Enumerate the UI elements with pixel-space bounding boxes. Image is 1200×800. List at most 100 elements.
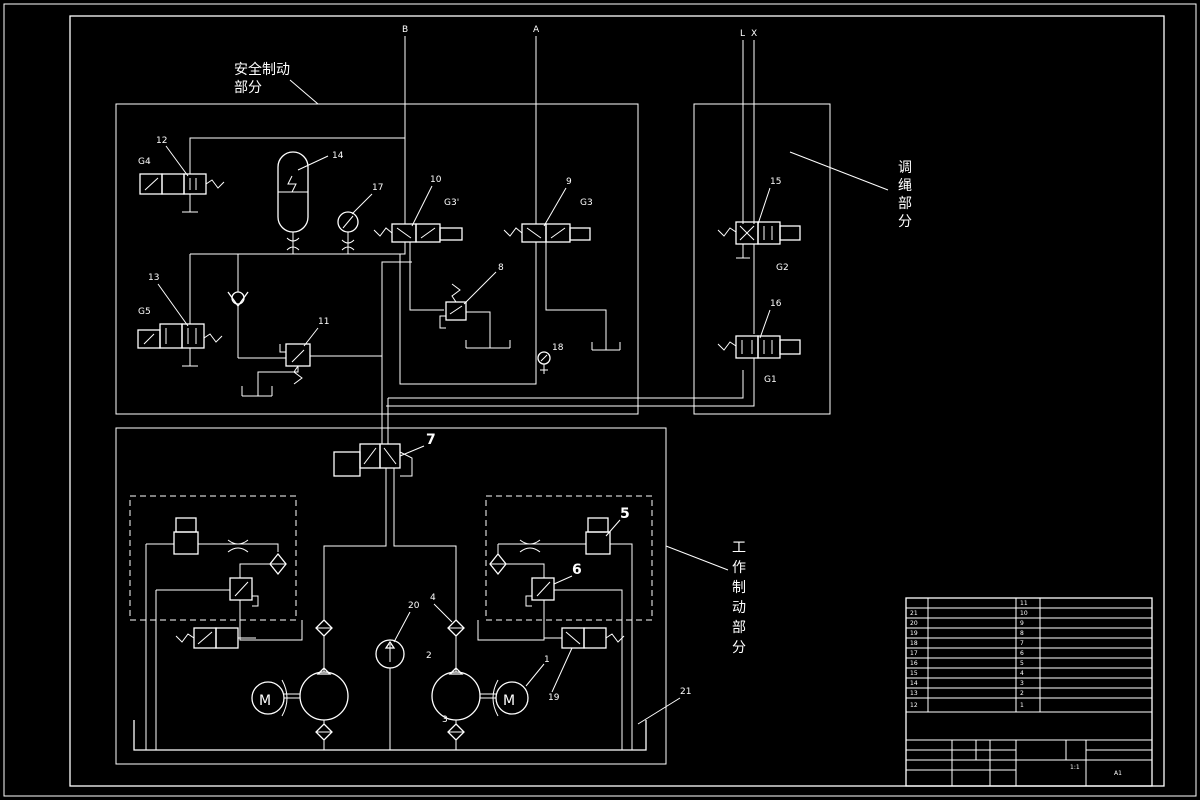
tb-right-num-6: 6 [1020, 650, 1024, 657]
left-cartridge-box [129, 495, 297, 621]
gauge-18 [537, 351, 551, 374]
pipe-310-right [310, 261, 412, 357]
pump-left [299, 667, 349, 724]
tb-left-num-21: 21 [910, 610, 918, 617]
work-brake-char-5: 部 [732, 620, 746, 636]
pump-2 [431, 667, 481, 724]
gauge-20 [375, 639, 405, 750]
label-11: 11 [318, 317, 329, 327]
leader-5 [605, 519, 621, 537]
leader-12 [165, 145, 189, 177]
tb-left-num-20: 20 [910, 620, 918, 627]
leader-19 [551, 647, 573, 693]
port-B-label: B [402, 25, 408, 35]
rope-adjust-char-1: 调 [898, 160, 912, 176]
valve-10-g3prime [373, 223, 463, 243]
reducing-valve-8 [439, 283, 511, 349]
label-12: 12 [156, 136, 167, 146]
leader-safety [289, 79, 319, 105]
filter-3 [447, 723, 465, 750]
tb-right-num-5: 5 [1020, 660, 1024, 667]
leader-7 [399, 445, 425, 457]
tb-right-num-3: 3 [1020, 680, 1024, 687]
leader-11 [303, 327, 319, 347]
rope-adjust-box [693, 103, 831, 415]
label-17: 17 [372, 183, 383, 193]
pipe-9-tank [545, 242, 607, 350]
relief-valve-11 [238, 343, 311, 385]
leader-13 [157, 283, 189, 327]
port-A-label: A [533, 25, 540, 35]
valve-15-g2 [717, 221, 801, 334]
label-15: 15 [770, 177, 781, 187]
pipe-11-tank [257, 366, 299, 396]
tb-left-num-15: 15 [910, 670, 918, 677]
label-G3: G3 [580, 198, 593, 208]
pipe-top-12 [189, 137, 405, 174]
tb-left-num-17: 17 [910, 650, 918, 657]
pipe-7-right [393, 468, 457, 620]
safety-brake-label-1: 安全制动 [234, 61, 290, 78]
leader-rope [789, 151, 889, 191]
label-8: 8 [498, 263, 504, 273]
tb-right-num-1: 1 [1020, 702, 1024, 709]
pipe-410-down [409, 242, 444, 311]
tb-right-num-2: 2 [1020, 690, 1024, 697]
port-X-label: X [751, 29, 757, 39]
label-5: 5 [620, 506, 630, 522]
work-brake-char-4: 动 [732, 600, 746, 616]
filter-left-bottom [315, 720, 333, 750]
leader-17 [351, 193, 373, 215]
right-cartridge-box [485, 495, 653, 621]
label-G1: G1 [764, 375, 777, 385]
leader-16 [759, 309, 771, 339]
leader-9 [543, 187, 567, 227]
safety-brake-label-2: 部分 [234, 80, 262, 96]
tb-right-num-11: 11 [1020, 600, 1028, 607]
tb-left-num-16: 16 [910, 660, 918, 667]
tb-right-num-7: 7 [1020, 640, 1024, 647]
label-20: 20 [408, 601, 420, 611]
outer-border [3, 3, 1197, 797]
gauge-17 [337, 211, 359, 254]
tb-left-num-19: 19 [910, 630, 918, 637]
leader-work [665, 545, 729, 571]
pipe-to-rope-1 [388, 370, 744, 399]
leader-1 [525, 663, 545, 687]
leader-6 [553, 575, 573, 585]
work-brake-char-6: 分 [732, 640, 746, 656]
valve-left-side [175, 627, 256, 649]
title-block [905, 597, 1153, 787]
leader-4 [433, 603, 453, 623]
pipe-7-left [323, 468, 387, 620]
leader-20 [393, 611, 411, 643]
motor-left [251, 679, 300, 717]
label-7: 7 [426, 432, 436, 448]
motor-1 [480, 679, 529, 717]
label-4: 4 [430, 593, 436, 603]
label-3: 3 [442, 715, 448, 725]
label-18: 18 [552, 343, 564, 353]
tb-sheet-size: A1 [1114, 770, 1122, 777]
label-G3p: G3' [444, 198, 459, 208]
leader-14 [297, 155, 329, 171]
label-13: 13 [148, 273, 159, 283]
leader-21 [637, 697, 681, 725]
filter-4 [447, 619, 465, 672]
leader-10 [411, 185, 433, 227]
label-19: 19 [548, 693, 560, 703]
tb-right-num-9: 9 [1020, 620, 1024, 627]
pipe-to-rope-2 [386, 358, 755, 407]
work-brake-char-2: 作 [732, 560, 746, 576]
label-21: 21 [680, 687, 691, 697]
rope-adjust-char-4: 分 [898, 214, 912, 230]
port-L-label: L [740, 29, 745, 39]
leader-8 [463, 271, 497, 305]
label-6: 6 [572, 562, 582, 578]
pipe-main-254 [190, 242, 406, 255]
left-cartridge-assembly [145, 517, 303, 750]
tb-left-num-13: 13 [910, 690, 918, 697]
label-G4: G4 [138, 157, 151, 167]
work-brake-char-3: 制 [732, 580, 746, 596]
leader-15 [757, 187, 771, 225]
